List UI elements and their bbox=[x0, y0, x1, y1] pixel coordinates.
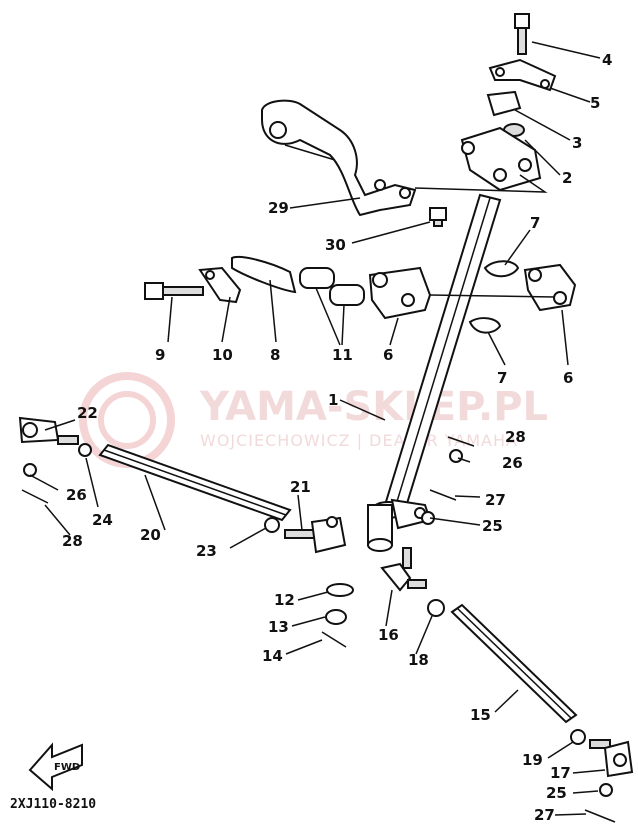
part-label-p4a: 4 bbox=[602, 51, 612, 69]
part-label-p30: 30 bbox=[325, 236, 346, 254]
watermark-title: YAMA-SKLEP.PL bbox=[199, 384, 548, 430]
part-label-p23: 23 bbox=[196, 542, 217, 560]
top-bolt-assembly bbox=[460, 13, 557, 192]
part-label-p21: 21 bbox=[290, 478, 311, 496]
part-label-p20: 20 bbox=[140, 526, 161, 544]
part-label-p27a: 27 bbox=[485, 491, 506, 509]
part-label-p6b: 6 bbox=[563, 369, 573, 387]
part-label-p22: 22 bbox=[77, 404, 98, 422]
part-label-p13: 13 bbox=[268, 618, 289, 636]
part-label-p25a: 25 bbox=[482, 517, 503, 535]
part-label-p1: 1 bbox=[328, 391, 338, 409]
part-label-p5: 5 bbox=[590, 94, 600, 112]
callout-lines bbox=[29, 41, 606, 816]
watermark: YAMA-SKLEP.PL WOJCIECHOWICZ | DEALER YAM… bbox=[79, 372, 548, 468]
part-label-p15: 15 bbox=[470, 706, 491, 724]
part-label-p8: 8 bbox=[270, 346, 280, 364]
right-tie-rod bbox=[380, 547, 634, 823]
fwd-label: FWD bbox=[54, 762, 80, 773]
part-label-p3: 3 bbox=[572, 134, 582, 152]
diagram-code: 2XJ110-8210 bbox=[10, 797, 96, 812]
shaft-holders bbox=[368, 260, 577, 334]
part-label-p14: 14 bbox=[262, 647, 283, 665]
part-label-p11: 11 bbox=[332, 346, 353, 364]
part-label-p7a: 7 bbox=[530, 214, 540, 232]
part-label-p27b: 27 bbox=[534, 806, 555, 824]
fwd-arrow-icon: FWD bbox=[28, 742, 83, 792]
left-tie-rod bbox=[18, 416, 292, 533]
part-label-p16: 16 bbox=[378, 626, 399, 644]
left-hardware bbox=[144, 256, 365, 306]
part-label-p17: 17 bbox=[550, 764, 571, 782]
part-labels: 4 5 32 29 30 7 9 10 8 11 6 7 6 1 22 28 26 26 24 27 21 25 28 20 2… bbox=[62, 51, 612, 824]
part-label-p2: 2 bbox=[562, 169, 572, 187]
part-label-p19: 19 bbox=[522, 751, 543, 769]
watermark-subtitle: WOJCIECHOWICZ | DEALER YAMAHA bbox=[200, 431, 518, 450]
steering-shaft bbox=[367, 193, 502, 552]
part-label-p26a: 26 bbox=[502, 454, 523, 472]
part-label-p12: 12 bbox=[274, 591, 295, 609]
part-label-p10: 10 bbox=[212, 346, 233, 364]
handlebar-bracket bbox=[261, 99, 447, 227]
tie-rod-end-right bbox=[284, 516, 347, 554]
part-label-p24: 24 bbox=[92, 511, 113, 529]
part-label-p6a: 6 bbox=[383, 346, 393, 364]
part-label-p18: 18 bbox=[408, 651, 429, 669]
part-label-p25b: 25 bbox=[546, 784, 567, 802]
part-label-p26b: 26 bbox=[66, 486, 87, 504]
part-label-p9: 9 bbox=[155, 346, 165, 364]
part-label-p29: 29 bbox=[268, 199, 289, 217]
part-label-p28b: 28 bbox=[62, 532, 83, 550]
part-label-p7b: 7 bbox=[497, 369, 507, 387]
part-label-p28a: 28 bbox=[505, 428, 526, 446]
